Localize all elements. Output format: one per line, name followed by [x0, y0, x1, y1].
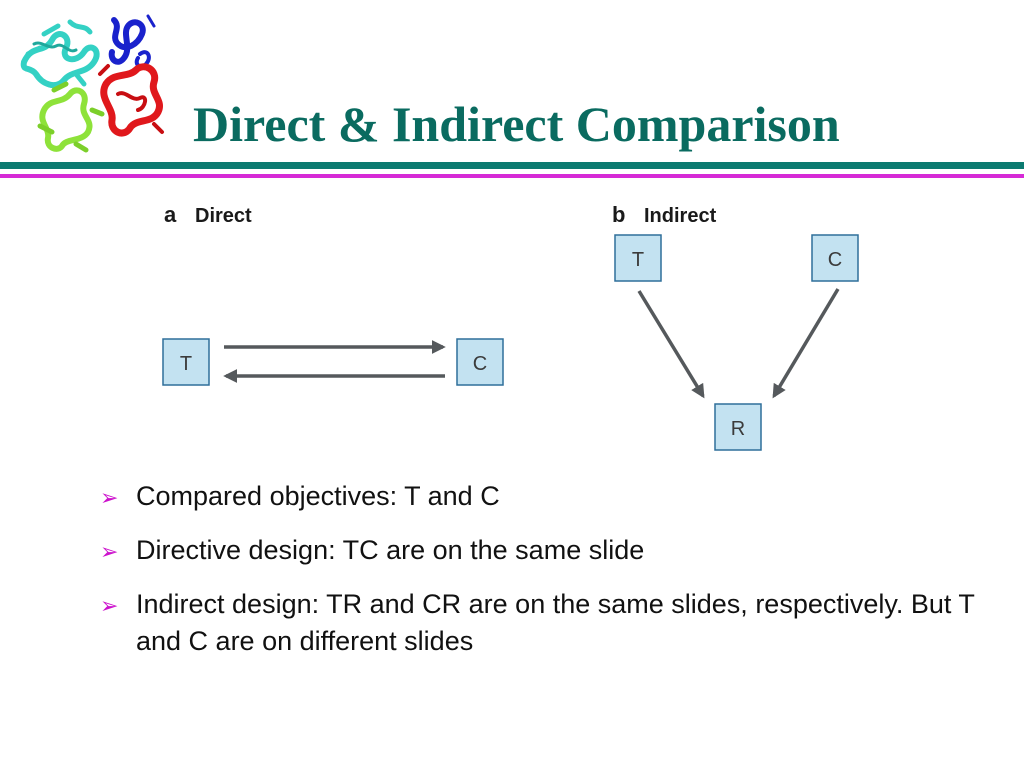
- bullet-list: ➢ Compared objectives: T and C ➢ Directi…: [100, 478, 980, 677]
- direct-node-c: C: [456, 338, 504, 386]
- direct-node-t-label: T: [180, 353, 192, 375]
- bullet-item: ➢ Compared objectives: T and C: [100, 478, 980, 515]
- panel-b-letter: b: [612, 202, 625, 227]
- title-rule-teal: [0, 162, 1024, 169]
- panel-a-letter: a: [164, 202, 177, 227]
- comparison-diagram: a Direct T C b Indirect T C: [162, 202, 859, 451]
- arrow-bullet-icon: ➢: [100, 485, 119, 510]
- title-rule-magenta: [0, 174, 1024, 178]
- direct-node-c-label: C: [473, 353, 487, 375]
- bullet-text: Directive design: TC are on the same sli…: [136, 535, 645, 565]
- indirect-node-c: C: [811, 234, 859, 282]
- direct-node-t: T: [162, 338, 210, 386]
- panel-a-label: Direct: [195, 205, 252, 227]
- bullet-item: ➢ Indirect design: TR and CR are on the …: [100, 586, 980, 660]
- slide-title: Direct & Indirect Comparison: [193, 96, 840, 152]
- indirect-node-t: T: [614, 234, 662, 282]
- arrow-bullet-icon: ➢: [100, 539, 119, 564]
- bullet-text: Indirect design: TR and CR are on the sa…: [136, 589, 975, 656]
- indirect-node-t-label: T: [632, 249, 644, 271]
- indirect-arrow-c-to-r: [772, 288, 840, 399]
- bullet-text: Compared objectives: T and C: [136, 481, 500, 511]
- panel-b-label: Indirect: [644, 205, 717, 227]
- panel-b-indirect: b Indirect T C R: [612, 202, 859, 451]
- indirect-arrow-t-to-r: [637, 290, 705, 399]
- panel-a-direct: a Direct T C: [162, 202, 504, 386]
- indirect-node-c-label: C: [828, 249, 842, 271]
- bullet-item: ➢ Directive design: TC are on the same s…: [100, 532, 980, 569]
- protein-structure-icon: [20, 14, 164, 153]
- indirect-node-r: R: [714, 403, 762, 451]
- indirect-node-r-label: R: [731, 418, 745, 440]
- arrow-bullet-icon: ➢: [100, 593, 119, 618]
